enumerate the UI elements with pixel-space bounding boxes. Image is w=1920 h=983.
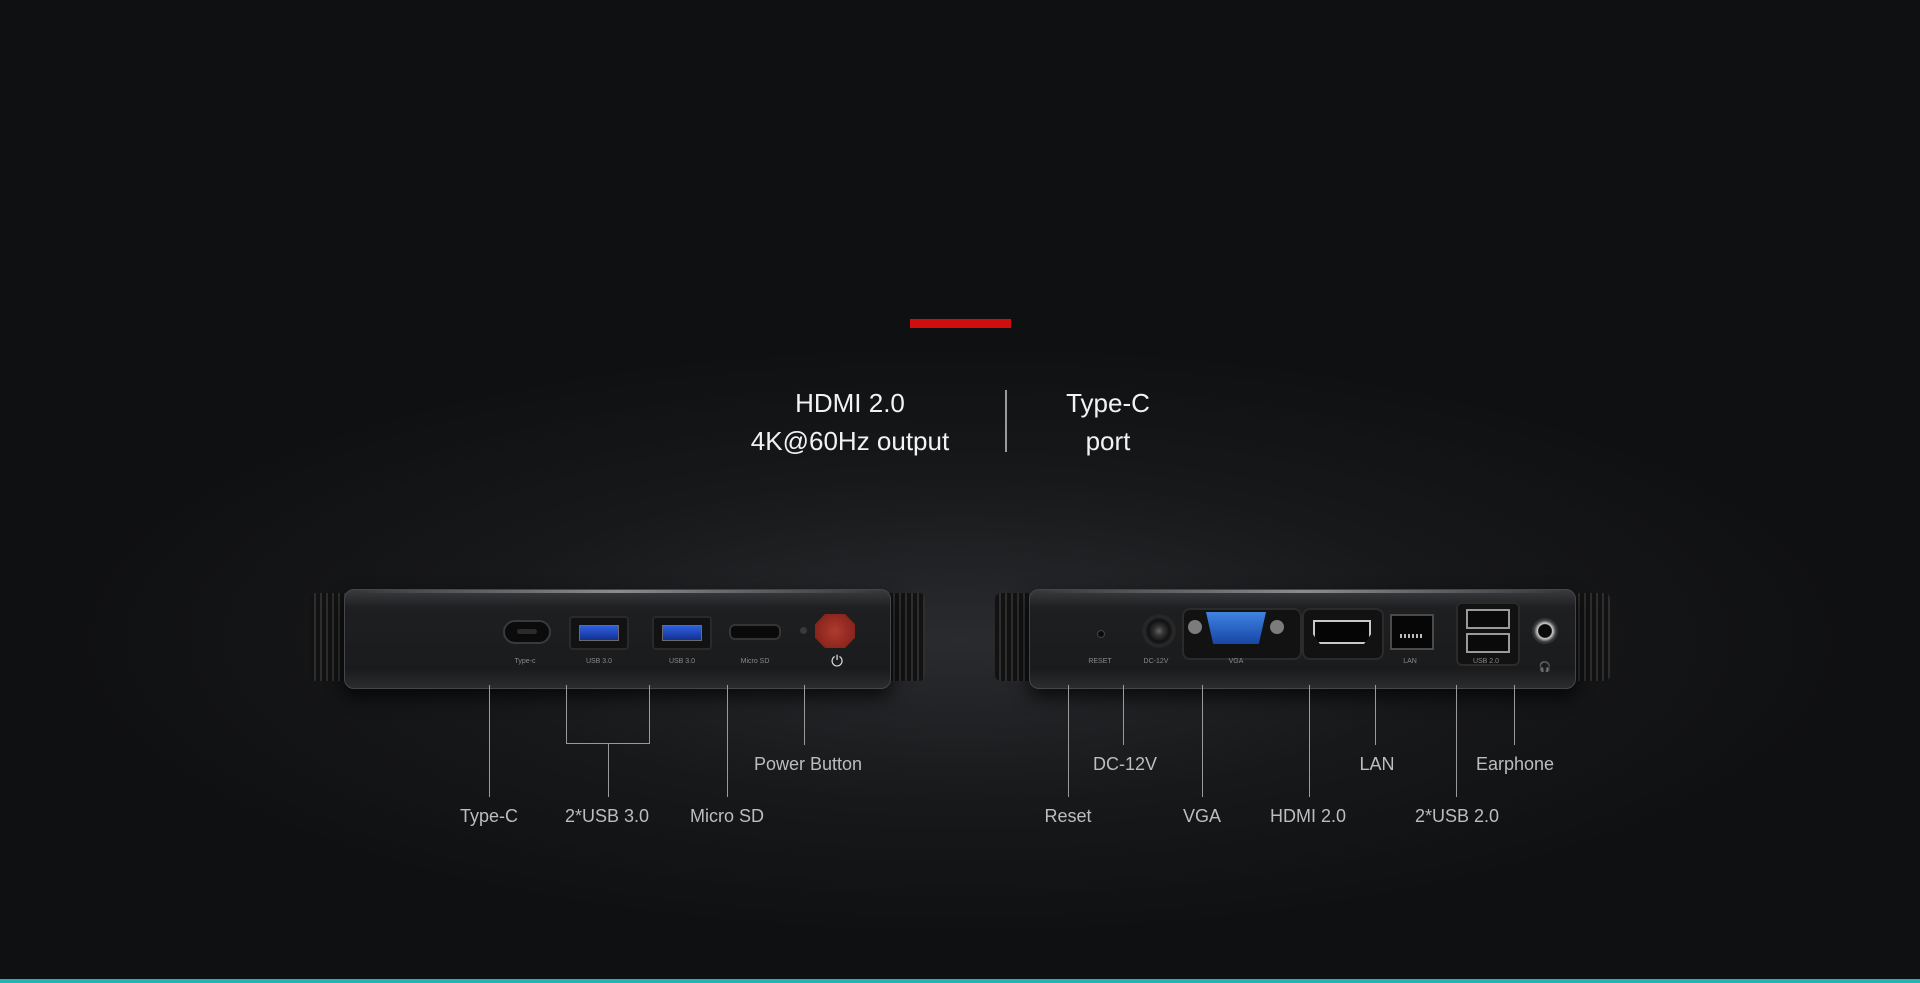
lan-port	[1390, 614, 1434, 650]
callout-usb2: 2*USB 2.0	[1414, 806, 1500, 826]
usb3-port-2	[652, 616, 712, 650]
microsd-slot	[729, 624, 781, 640]
callout-line-dc	[1123, 685, 1124, 745]
vga-port	[1206, 612, 1266, 644]
callout-microsd: Micro SD	[689, 806, 765, 826]
feature-hdmi-title: HDMI 2.0	[795, 388, 905, 418]
dc-label: DC-12V	[1143, 658, 1169, 665]
callout-hdmi: HDMI 2.0	[1269, 806, 1347, 826]
status-led	[800, 627, 807, 634]
callout-line-reset	[1068, 685, 1069, 797]
usb3-port-2-label: USB 3.0	[668, 658, 696, 665]
earphone-jack	[1532, 618, 1558, 644]
typec-port	[503, 620, 551, 644]
callout-reset: Reset	[1044, 806, 1092, 826]
callout-dc: DC-12V	[1092, 754, 1158, 774]
callout-typec: Type-C	[459, 806, 519, 826]
microsd-slot-label: Micro SD	[740, 658, 770, 665]
callout-line-power	[804, 685, 805, 745]
callout-line-usb3-b	[649, 685, 650, 743]
feature-hdmi: HDMI 2.0 4K@60Hz output	[700, 384, 1000, 460]
typec-port-label: Type-c	[514, 658, 536, 665]
lan-label: LAN	[1403, 658, 1417, 665]
callout-earphone: Earphone	[1475, 754, 1555, 774]
headphone-icon: 🎧	[1538, 662, 1552, 673]
reset-label: RESET	[1088, 658, 1112, 665]
usb3-port-1	[569, 616, 629, 650]
feature-divider	[1005, 390, 1007, 452]
callout-line-typec	[489, 685, 490, 797]
reset-pinhole	[1097, 630, 1105, 638]
callout-line-lan	[1375, 685, 1376, 745]
vga-label: VGA	[1228, 658, 1244, 665]
usb3-port-1-label: USB 3.0	[585, 658, 613, 665]
callout-usb3: 2*USB 3.0	[564, 806, 650, 826]
power-button	[815, 614, 855, 648]
hdmi-port	[1313, 620, 1371, 644]
usb2-port-1	[1466, 609, 1510, 629]
vga-screw-left	[1188, 620, 1202, 634]
callout-line-microsd	[727, 685, 728, 797]
callout-line-usb3-a	[566, 685, 567, 743]
callout-line-usb2	[1456, 685, 1457, 797]
callout-power: Power Button	[753, 754, 863, 774]
bottom-border	[0, 979, 1920, 983]
device-body: ⏻ Type-c USB 3.0 USB 3.0 Micro SD	[344, 589, 891, 689]
callout-line-hdmi	[1309, 685, 1310, 797]
callout-line-vga	[1202, 685, 1203, 797]
power-icon: ⏻	[831, 653, 843, 670]
feature-typec-subtitle: port	[1085, 426, 1131, 456]
device-front-panel: ⏻ Type-c USB 3.0 USB 3.0 Micro SD	[310, 585, 925, 691]
callout-line-earphone	[1514, 685, 1515, 745]
callout-lan: LAN	[1359, 754, 1395, 774]
callout-vga: VGA	[1182, 806, 1222, 826]
usb2-port-2	[1466, 633, 1510, 653]
usb2-label: USB 2.0	[1472, 658, 1500, 665]
callout-line-usb3	[608, 743, 609, 797]
accent-bar	[910, 319, 1011, 328]
device-rear-panel: 🎧 RESET DC-12V VGA LAN USB 2.0	[995, 585, 1610, 691]
feature-typec: Type-C port	[1008, 384, 1208, 460]
dc-jack	[1142, 614, 1176, 648]
vga-screw-right	[1270, 620, 1284, 634]
feature-hdmi-subtitle: 4K@60Hz output	[750, 426, 950, 456]
device-body: 🎧 RESET DC-12V VGA LAN USB 2.0	[1029, 589, 1576, 689]
feature-typec-title: Type-C	[1066, 388, 1150, 418]
